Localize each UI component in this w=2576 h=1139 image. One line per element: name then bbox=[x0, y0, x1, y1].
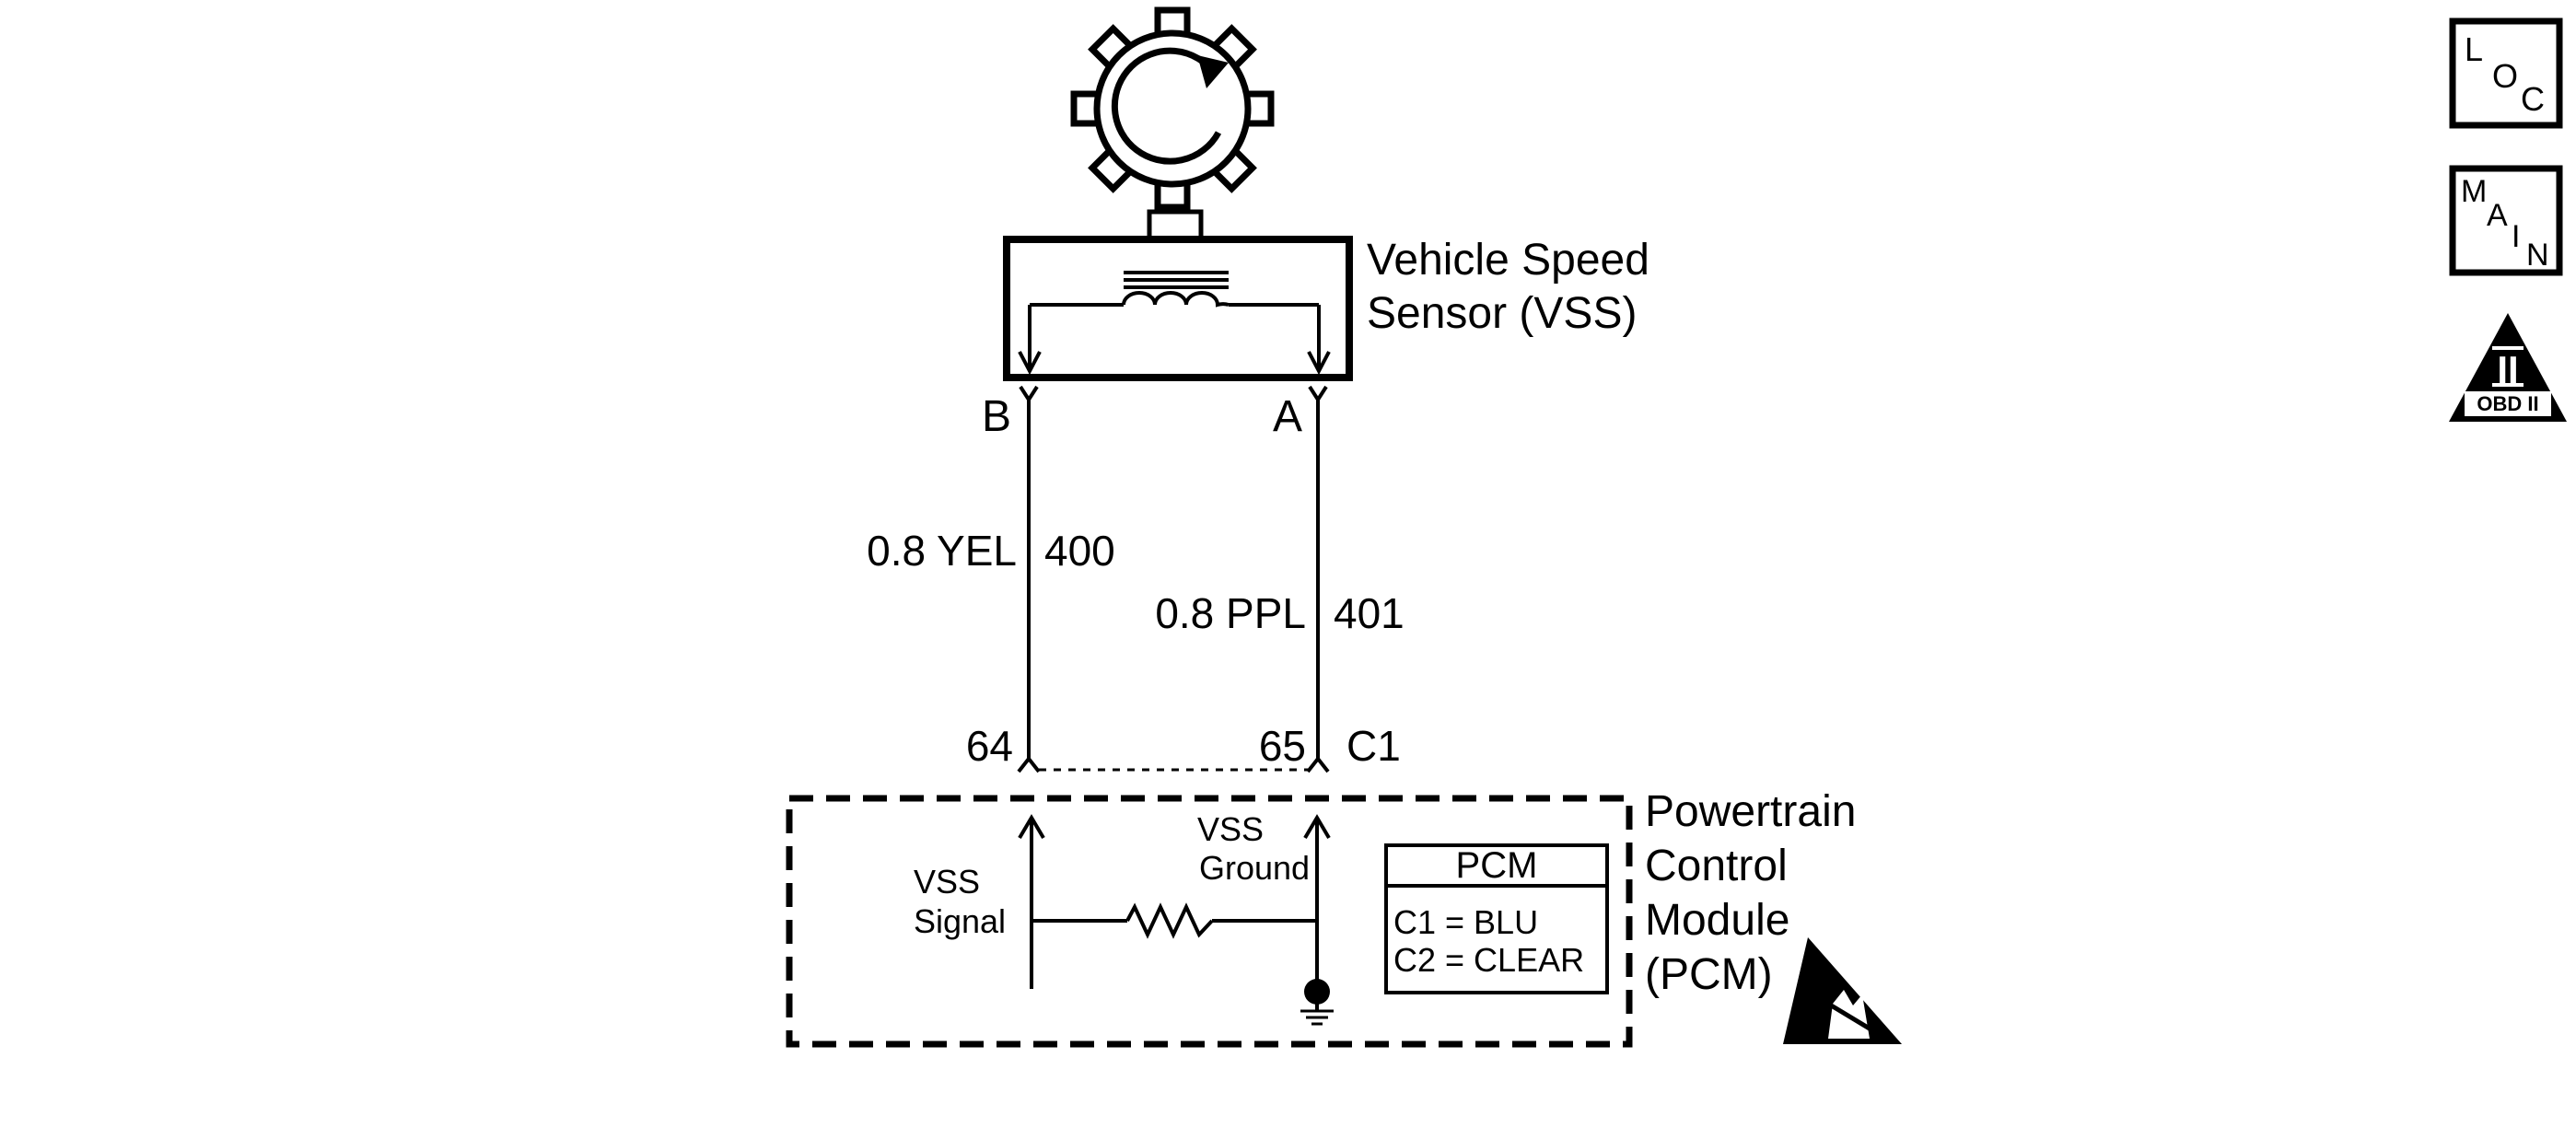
svg-text:O: O bbox=[2492, 57, 2518, 95]
pcm-name-line2: Control bbox=[1645, 842, 1788, 890]
esd-warning-icon bbox=[1783, 937, 1902, 1044]
pcm-table-row-c2: C2 = CLEAR bbox=[1393, 941, 1584, 979]
vss-sensor-box bbox=[1003, 236, 1353, 381]
connector-c1-label: C1 bbox=[1346, 722, 1401, 770]
wire-400-circuit-number: 400 bbox=[1044, 527, 1115, 575]
pcm-module-outline bbox=[786, 795, 1633, 1048]
vss-ground-label-line1: VSS bbox=[1197, 810, 1264, 848]
coil-icon bbox=[1030, 291, 1319, 308]
ground-icon bbox=[1300, 979, 1334, 1026]
pcm-connector-table: PCM C1 = BLU C2 = CLEAR bbox=[1384, 843, 1609, 994]
svg-text:I: I bbox=[2512, 219, 2520, 254]
svg-text:C: C bbox=[2521, 80, 2545, 118]
pcm-name-line1: Powertrain bbox=[1645, 787, 1856, 836]
wire-401-gauge-color: 0.8 PPL bbox=[1155, 589, 1306, 637]
terminal-a-label: A bbox=[1273, 392, 1302, 441]
svg-text:L: L bbox=[2465, 30, 2483, 68]
svg-text:N: N bbox=[2526, 238, 2549, 273]
pcm-pin-65: 65 bbox=[1259, 722, 1306, 770]
svg-text:OBD II: OBD II bbox=[2477, 392, 2538, 415]
wire-400-gauge-color: 0.8 YEL bbox=[867, 527, 1017, 575]
sensor-mount-tab bbox=[1147, 209, 1204, 242]
vss-signal-label-line1: VSS bbox=[914, 863, 980, 901]
pcm-name-line4: (PCM) bbox=[1645, 950, 1773, 999]
resistor-icon bbox=[1125, 902, 1214, 939]
pcm-table-header: PCM bbox=[1456, 845, 1538, 886]
wire-401-circuit-number: 401 bbox=[1334, 589, 1405, 637]
sensor-name-line1: Vehicle Speed bbox=[1367, 236, 1649, 285]
svg-text:A: A bbox=[2487, 198, 2508, 233]
sensor-name-line2: Sensor (VSS) bbox=[1367, 289, 1637, 338]
reluctor-wheel-icon bbox=[1070, 6, 1275, 211]
loc-icon[interactable]: L O C bbox=[2449, 17, 2563, 129]
main-icon[interactable]: M A I N bbox=[2449, 165, 2563, 276]
svg-text:M: M bbox=[2461, 174, 2487, 209]
pcm-pin-64: 64 bbox=[966, 722, 1013, 770]
terminal-b-label: B bbox=[982, 392, 1011, 441]
vss-signal-label-line2: Signal bbox=[914, 902, 1006, 940]
obd-ii-icon[interactable]: II OBD II bbox=[2449, 313, 2567, 422]
pcm-name-line3: Module bbox=[1645, 896, 1789, 945]
pcm-table-row-c1: C1 = BLU bbox=[1393, 903, 1538, 941]
svg-text:II: II bbox=[2497, 348, 2518, 391]
vss-ground-label-line2: Ground bbox=[1199, 849, 1310, 887]
